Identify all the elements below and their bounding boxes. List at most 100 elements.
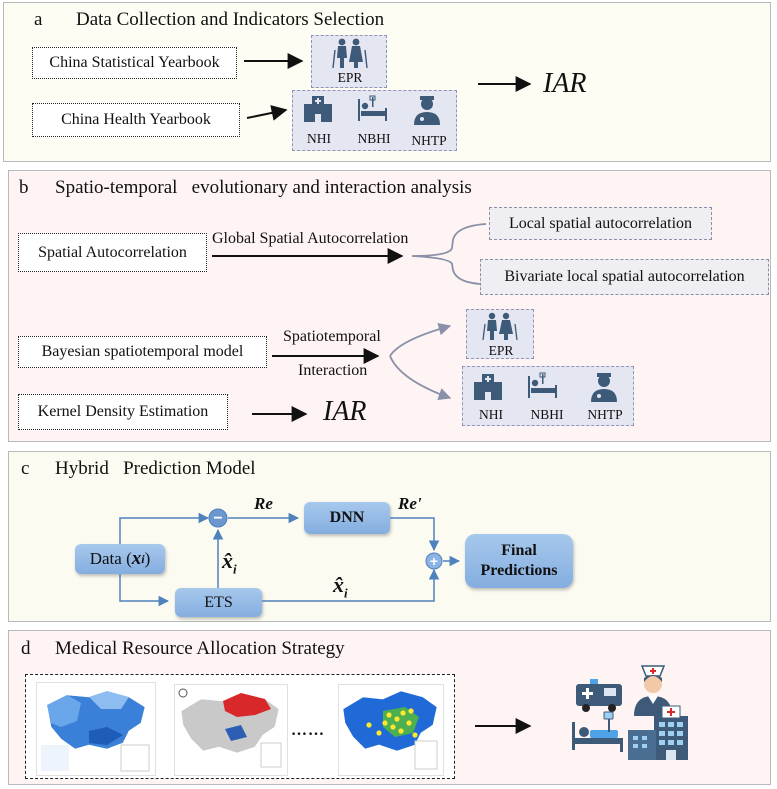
doctor-b-head — [598, 375, 610, 387]
data-close: ) — [144, 549, 151, 568]
hospital-icon-b — [474, 374, 502, 400]
patient-bed-mattress — [575, 738, 623, 744]
interaction-label: Interaction — [298, 362, 368, 379]
elderly-2-head — [352, 38, 360, 46]
map-3-yellow-dots — [366, 708, 418, 738]
data-sub: i — [141, 551, 145, 566]
map-1-inset — [120, 744, 150, 772]
epr-label-b: EPR — [488, 343, 514, 358]
final-predictions-box: Final Predictions — [465, 534, 573, 588]
map-3-dot — [382, 720, 388, 726]
map-3-dot — [400, 710, 406, 716]
window — [677, 731, 683, 736]
ets-box: ETS — [175, 588, 262, 617]
data-var: x — [131, 548, 142, 569]
iar-output-a: IAR — [543, 68, 587, 99]
curve-to-epr — [389, 322, 452, 357]
line-ets-to-plus — [262, 568, 440, 602]
doctor-b-body — [591, 389, 617, 402]
map-1-north-region — [89, 691, 129, 709]
map-2-red-region — [223, 693, 271, 717]
hospital-building-windows — [633, 722, 683, 748]
curve-to-health — [389, 355, 452, 401]
bed-b-iv-bag — [539, 372, 546, 378]
elderly-b2-head — [502, 312, 510, 320]
elderly-icon-b — [482, 312, 518, 341]
panel-c-letter: c — [21, 458, 30, 479]
map-3-dot — [390, 724, 396, 730]
window — [659, 722, 665, 727]
re-label: Re — [254, 494, 273, 513]
hospital-bed-icon — [358, 95, 387, 121]
ambulance-icon — [576, 679, 622, 712]
nurse-cap-cross-h — [650, 670, 656, 672]
window — [677, 722, 683, 727]
elderly-2-cane — [364, 49, 368, 69]
map-1-south-region — [89, 727, 123, 745]
local-spatial-autocorrelation-box: Local spatial autocorrelation — [489, 207, 712, 240]
patient-iv-pole — [608, 716, 610, 732]
hospital-b-door — [485, 392, 491, 400]
minus-operator-symbol: − — [213, 510, 222, 527]
re-prime-label: Re' — [398, 494, 422, 513]
map-3-dot — [412, 732, 418, 738]
map-2-compass — [178, 688, 188, 698]
ambulance-cross-h — [582, 692, 593, 695]
elderly-b1-body — [487, 320, 497, 340]
nhi-label: NHI — [307, 131, 331, 146]
xhat-2-sub: i — [344, 585, 348, 601]
doctor-b-hat — [597, 373, 611, 377]
bed-patient-head — [361, 102, 369, 110]
global-spatial-autocorrelation-label: Global Spatial Autocorrelation — [212, 230, 409, 247]
hospital-building-icon — [628, 705, 688, 760]
nbhi-label: NBHI — [357, 131, 391, 146]
window — [668, 740, 674, 745]
map-1-svg — [41, 690, 150, 772]
elderly-b2-cane — [514, 323, 518, 341]
panel-b-title: b Spatio-temporal evolutionary and intera… — [19, 177, 472, 199]
hospital-building-cross-h — [667, 711, 675, 713]
minus-operator — [208, 508, 228, 528]
ambulance-window — [604, 688, 616, 696]
doctor-badge — [420, 117, 424, 121]
panel-c-title-text: Hybrid Prediction Model — [55, 458, 256, 479]
bivariate-local-spatial-autocorrelation-box: Bivariate local spatial autocorrelation — [480, 259, 769, 295]
window — [633, 736, 638, 740]
map-3-dot — [398, 728, 404, 734]
doctor-icon — [414, 96, 440, 125]
nhtp-label: NHTP — [411, 133, 447, 148]
bed-iv-bag — [369, 95, 376, 101]
elderly-b2-body — [499, 320, 513, 340]
map-3-dot — [406, 720, 412, 726]
final-line1: Final — [501, 542, 537, 559]
bed-b-mattress — [531, 388, 555, 393]
xhat-1: x̂ — [222, 548, 233, 573]
panel-c-title: c Hybrid Prediction Model — [21, 458, 256, 480]
map-thumbnail-2 — [174, 684, 288, 776]
bed-b-frame-right — [555, 385, 557, 398]
spatiotemporal-label: Spatiotemporal — [283, 328, 381, 345]
hospital-b-body — [474, 382, 502, 400]
window — [677, 740, 683, 745]
window — [642, 744, 647, 748]
ambulance-wheel-back — [582, 704, 590, 712]
map-1-legend — [41, 745, 69, 771]
doctor-hat — [420, 96, 434, 100]
plus-operator — [425, 552, 443, 570]
patient-bed-icon — [572, 711, 623, 752]
bed-iv-pole — [372, 97, 374, 107]
dnn-box: DNN — [304, 502, 390, 534]
bed-frame-left — [358, 99, 360, 121]
hospital-b-cross-h — [485, 378, 491, 380]
panel-b-title-text: Spatio-temporal evolutionary and interac… — [55, 177, 472, 198]
map-3-dot — [394, 716, 400, 722]
bed-b-frame-left — [528, 376, 530, 398]
patient-blanket — [590, 730, 618, 738]
window — [633, 744, 638, 748]
map-3-dot — [408, 708, 414, 714]
panel-b-letter: b — [19, 177, 29, 198]
map-3-dot — [366, 722, 372, 728]
